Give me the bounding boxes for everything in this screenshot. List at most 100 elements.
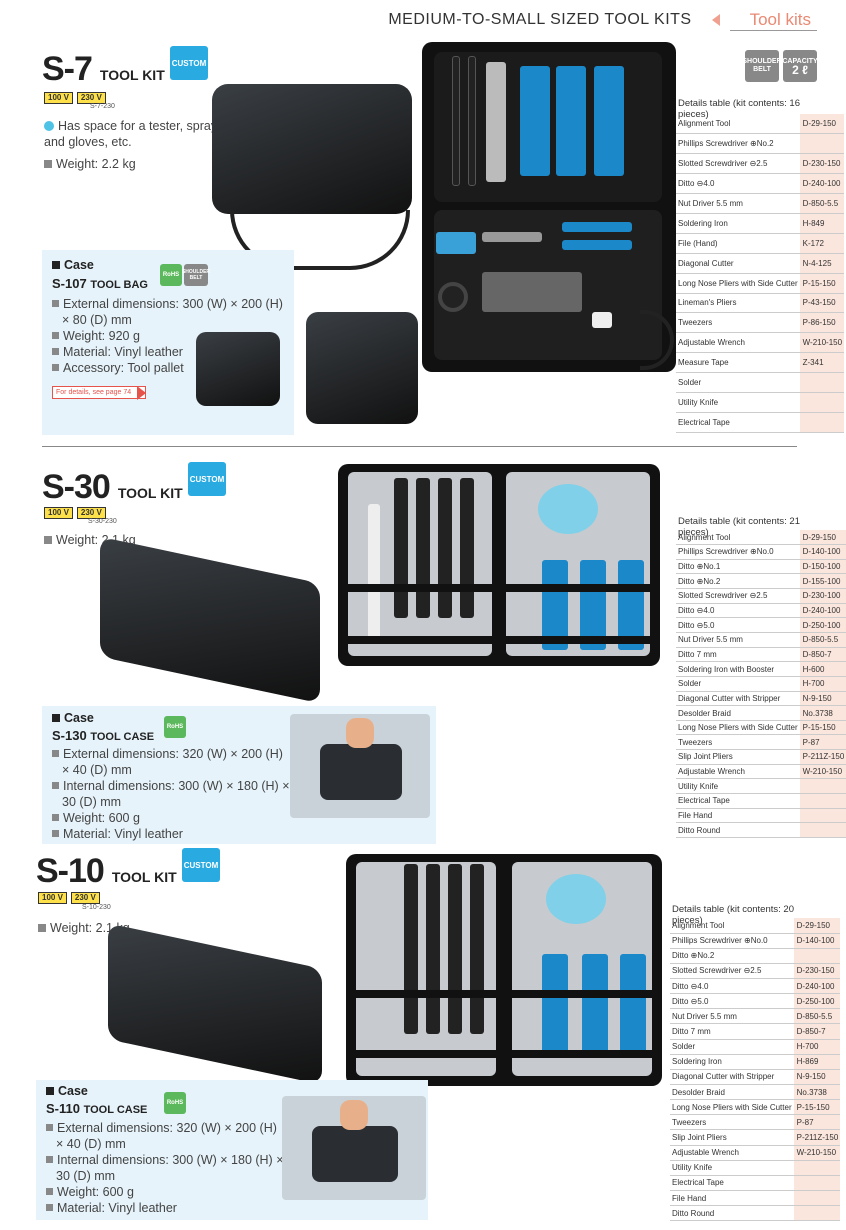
item-code <box>793 1190 841 1207</box>
item-name: Ditto ⊖5.0 <box>670 993 794 1010</box>
item-code: D-850-7 <box>793 1023 841 1040</box>
item-name: File Hand <box>670 1190 794 1207</box>
item-name: Diagonal Cutter <box>676 253 800 274</box>
item-code: P-86-150 <box>799 312 845 334</box>
feature-1: Has space for a tester, spray, and glove… <box>44 119 220 149</box>
table-row: Electrical Tape <box>670 1175 841 1192</box>
page-title: MEDIUM-TO-SMALL SIZED TOOL KITS <box>388 11 692 28</box>
closed-case-image <box>100 536 320 704</box>
case-model: S-107 TOOL BAG <box>52 276 148 291</box>
open-kit-image <box>346 854 662 1086</box>
item-name: Desolder Braid <box>670 1084 794 1101</box>
item-code: H-869 <box>793 1054 841 1070</box>
item-code <box>799 133 845 155</box>
volt-230-badge: 230 V <box>76 507 106 519</box>
item-code: D-29-150 <box>793 918 841 934</box>
case-heading: Case <box>52 258 94 272</box>
table-row: Electrical Tape <box>676 793 846 809</box>
feature-weight: Weight: 2.2 kg <box>44 156 136 172</box>
case-photo <box>282 1096 426 1200</box>
item-code <box>793 1160 841 1176</box>
item-name: Slotted Screwdriver ⊖2.5 <box>676 153 800 175</box>
item-name: Diagonal Cutter with Stripper <box>676 691 800 707</box>
item-name: Ditto ⊕No.2 <box>676 573 800 590</box>
item-name: Alignment Tool <box>670 918 794 934</box>
spec-item: Accessory: Tool pallet <box>52 360 292 376</box>
item-name: Utility Knife <box>676 392 800 413</box>
item-code: N-4-125 <box>799 253 845 274</box>
item-code: P-15-150 <box>799 273 845 294</box>
item-name: Ditto ⊖4.0 <box>676 173 800 195</box>
table-row: File Hand <box>670 1190 841 1207</box>
item-code <box>793 1205 841 1222</box>
details-link[interactable]: For details, see page 74 <box>52 386 147 400</box>
case-model: S-110 TOOL CASE <box>46 1101 148 1116</box>
item-code <box>799 372 845 393</box>
item-code: No.3738 <box>799 705 846 721</box>
case-spec-list: External dimensions: 320 (W) × 200 (H) ×… <box>46 1120 286 1216</box>
volt-100-badge: 100 V <box>44 92 73 104</box>
item-name: Adjustable Wrench <box>676 332 800 354</box>
item-name: Phillips Screwdriver ⊕No.2 <box>676 133 800 155</box>
item-name: Tweezers <box>676 312 800 334</box>
arrow-left-icon <box>711 14 720 26</box>
item-code <box>799 392 845 413</box>
top-badges: SHOULDER BELT CAPACITY 2 ℓ <box>742 50 818 82</box>
item-code: P-43-150 <box>799 293 845 314</box>
item-name: Desolder Braid <box>676 705 800 721</box>
item-name: Ditto 7 mm <box>670 1023 794 1040</box>
item-code: D-850-5.5 <box>793 1008 841 1025</box>
item-code: H-600 <box>799 661 846 677</box>
item-code: P-15-150 <box>793 1099 841 1116</box>
open-kit-image <box>422 42 676 372</box>
item-code: No.3738 <box>793 1084 841 1101</box>
section-tab[interactable]: Tool kits <box>729 10 817 31</box>
item-name: Soldering Iron <box>670 1054 794 1070</box>
item-code: W-210-150 <box>793 1145 841 1161</box>
item-name: Phillips Screwdriver ⊕No.0 <box>670 933 794 949</box>
item-name: Adjustable Wrench <box>670 1145 794 1161</box>
item-code: W-210-150 <box>799 332 845 354</box>
table-row: File (Hand)K-172 <box>676 233 845 254</box>
item-code: D-850-5.5 <box>799 632 846 648</box>
item-name: Long Nose Pliers with Side Cutter <box>670 1099 794 1116</box>
item-name: Solder <box>676 676 800 692</box>
item-code: D-240-100 <box>799 173 845 195</box>
case-spec-list: External dimensions: 320 (W) × 200 (H) ×… <box>52 746 292 842</box>
shoulder-belt-badge: SHOULDER BELT <box>182 264 210 286</box>
item-code: D-150-100 <box>799 559 846 575</box>
item-name: Ditto ⊖4.0 <box>670 978 794 995</box>
item-name: Ditto ⊖4.0 <box>676 603 800 619</box>
spec-item: Weight: 920 g <box>52 328 292 344</box>
item-code: K-172 <box>799 233 845 254</box>
case-heading: Case <box>46 1084 88 1098</box>
item-code: N-9-150 <box>793 1069 841 1086</box>
custom-badge: CUSTOM <box>188 462 226 496</box>
item-code: H-700 <box>793 1039 841 1055</box>
item-name: Long Nose Pliers with Side Cutter <box>676 720 800 736</box>
case-open-image <box>306 312 418 424</box>
rohs-badge: RoHS <box>164 716 186 738</box>
